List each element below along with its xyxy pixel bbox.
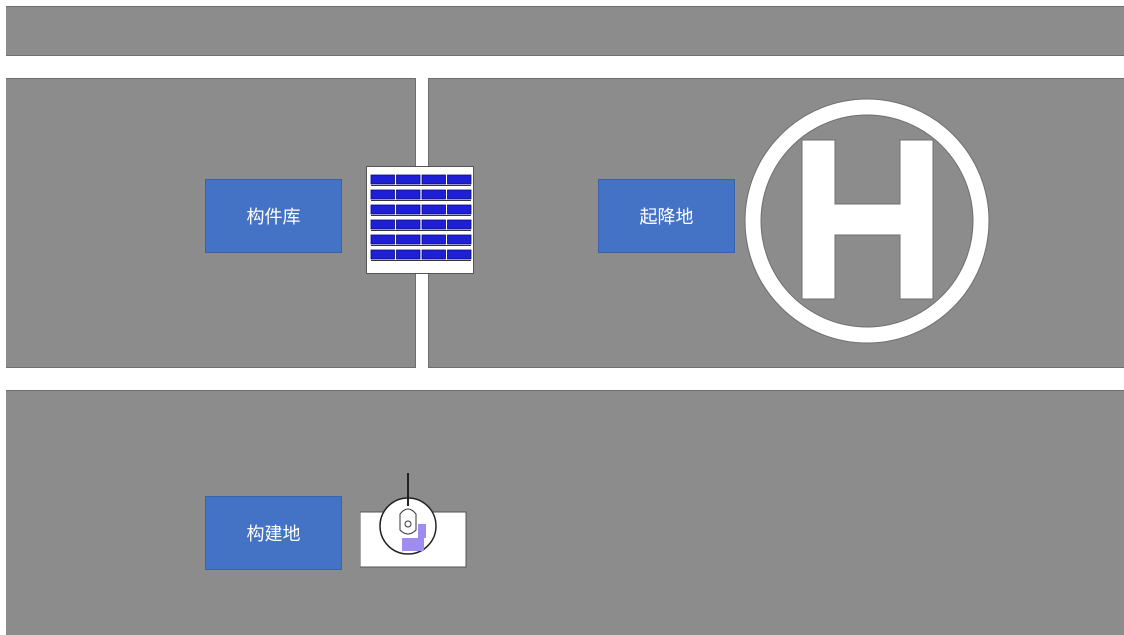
rack-block: [447, 249, 472, 260]
rack-block: [421, 249, 446, 260]
robot-accent-block-small: [418, 524, 426, 538]
rack-block: [447, 204, 472, 215]
build-site-label: 构建地: [205, 496, 342, 570]
rack-block: [396, 189, 421, 200]
rack-block: [370, 189, 395, 200]
rack-block: [396, 174, 421, 185]
rack-block: [396, 234, 421, 245]
rack-block: [370, 174, 395, 185]
component-library-label: 构件库: [205, 179, 342, 253]
build-station-icon: [360, 473, 467, 568]
rack-block: [396, 204, 421, 215]
rack-block: [396, 219, 421, 230]
rack-block: [370, 204, 395, 215]
rack-block: [370, 219, 395, 230]
rack-block: [370, 249, 395, 260]
component-rack-icon: [366, 166, 474, 274]
rack-block: [421, 174, 446, 185]
helipad-h-mark: [801, 139, 934, 300]
rack-block: [447, 174, 472, 185]
robot-accent-block: [402, 538, 424, 551]
landing-label: 起降地: [598, 179, 735, 253]
rack-block: [421, 204, 446, 215]
top-zone: [6, 6, 1124, 56]
rack-block: [421, 234, 446, 245]
rack-block: [370, 234, 395, 245]
rack-block: [396, 249, 421, 260]
rack-block: [421, 219, 446, 230]
build-zone: [6, 390, 1124, 635]
rack-block: [447, 189, 472, 200]
helipad-icon: [744, 98, 990, 344]
rack-block: [447, 234, 472, 245]
rack-block: [447, 219, 472, 230]
rack-block: [421, 189, 446, 200]
robot-joint: [404, 520, 412, 528]
